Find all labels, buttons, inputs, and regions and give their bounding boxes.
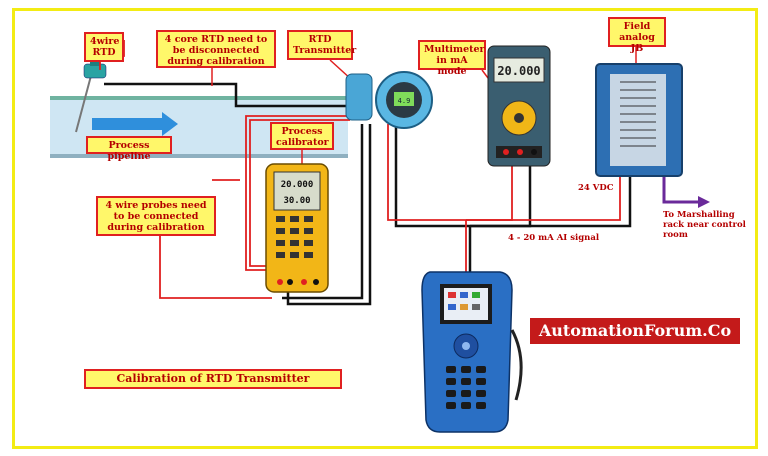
label-24vdc: 24 VDC <box>578 183 614 193</box>
label-core-rtd-note: 4 core RTD need to be disconnected durin… <box>156 30 276 68</box>
label-marshalling: To Marshalling rack near control room <box>663 210 746 240</box>
field-junction-box <box>595 63 683 177</box>
label-4wire-rtd: 4wire RTD <box>84 32 124 62</box>
diagram-caption: Calibration of RTD Transmitter <box>84 369 342 389</box>
label-probes-note: 4 wire probes need to be connected durin… <box>96 196 216 236</box>
hart-communicator <box>421 271 523 433</box>
label-process-pipeline: Process pipeline <box>86 136 172 162</box>
calibrator-readout-bottom: 30.00 <box>283 196 310 206</box>
multimeter: 20.000 <box>487 45 551 167</box>
transmitter-readout: 4.9 <box>398 97 411 105</box>
label-field-jb: Field analog JB <box>608 17 666 54</box>
label-multimeter: Multimeter in mA mode <box>418 40 486 77</box>
calibrator-readout-top: 20.000 <box>281 180 314 190</box>
diagram-border <box>12 8 758 449</box>
marshalling-arrow <box>662 176 710 208</box>
black-wiring <box>104 82 632 306</box>
multimeter-readout: 20.000 <box>497 64 540 78</box>
label-signal: 4 - 20 mA AI signal <box>508 233 600 243</box>
process-calibrator: 20.000 30.00 <box>265 163 329 293</box>
red-wiring <box>99 40 621 299</box>
rtd-transmitter: 4.9 <box>345 71 433 129</box>
brand-banner: AutomationForum.Co <box>530 318 740 344</box>
label-rtd-transmitter: RTD Transmitter <box>287 30 356 60</box>
label-process-calibrator: Process calibrator <box>270 122 334 150</box>
